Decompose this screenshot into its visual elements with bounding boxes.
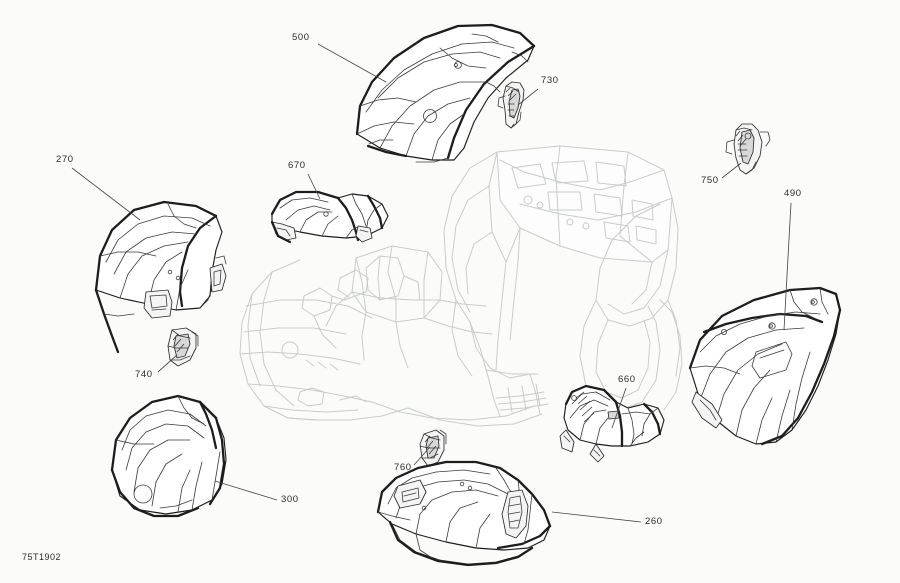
part-660-rear-inner-panel — [559, 384, 665, 463]
ghost-vehicle-outline — [239, 145, 683, 427]
part-760-support-bracket — [419, 429, 447, 467]
callout-label-300: 300 — [281, 494, 299, 505]
part-750-hinge-bracket — [725, 123, 771, 175]
drawing-number: 75T1902 — [22, 552, 62, 562]
callout-label-490: 490 — [784, 188, 802, 199]
callout-label-760: 760 — [394, 462, 412, 473]
part-740-support-bracket — [167, 327, 199, 367]
part-730-latch-bracket — [497, 81, 525, 129]
callout-label-670: 670 — [288, 160, 306, 171]
callout-label-270: 270 — [56, 154, 74, 165]
part-300-left-side-panel — [110, 394, 227, 518]
callout-label-660: 660 — [618, 374, 636, 385]
leader-lines — [71, 43, 792, 523]
part-490-right-rear-fender — [688, 286, 842, 446]
part-260-rear-skid-panel — [376, 460, 552, 567]
callout-label-730: 730 — [541, 75, 559, 86]
callout-label-750: 750 — [701, 175, 719, 186]
callout-label-500: 500 — [292, 32, 310, 43]
part-270-left-front-fender — [94, 200, 227, 354]
callout-label-260: 260 — [645, 516, 663, 527]
callout-label-740: 740 — [135, 369, 153, 380]
part-500-front-hood-panel — [355, 23, 536, 163]
part-670-console-trim — [270, 190, 389, 244]
